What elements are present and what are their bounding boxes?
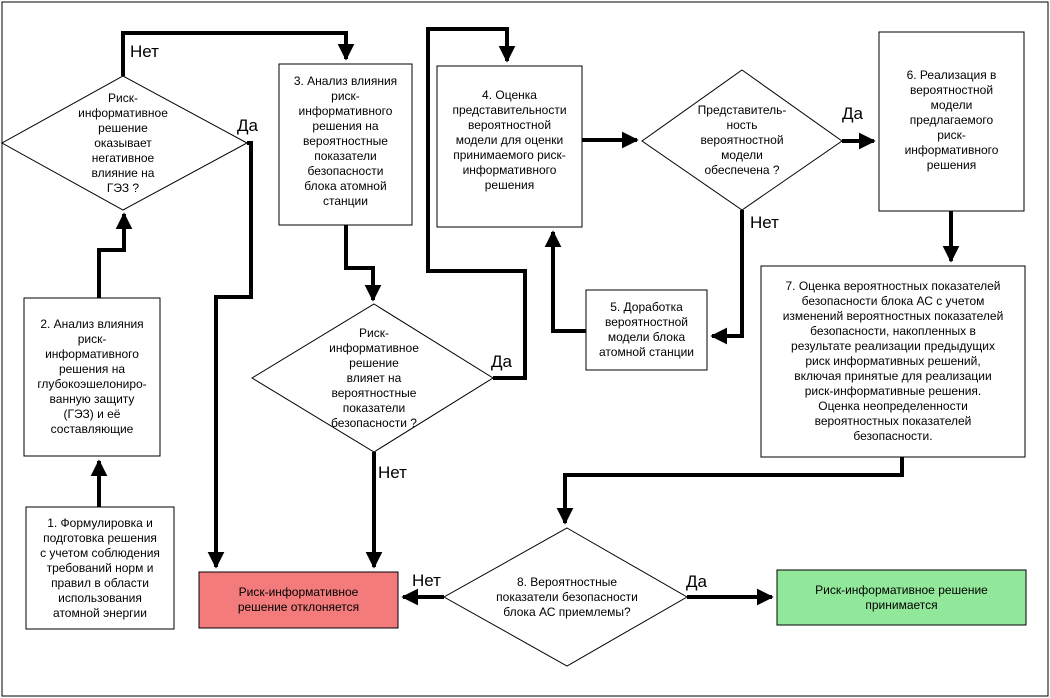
box-model-representativeness: [436, 65, 583, 228]
terminal-rejected-box: [198, 571, 399, 629]
connector-7-to-decision4: [556, 457, 904, 525]
model-representative-question: Представитель- ность вероятностной модел…: [697, 102, 787, 177]
connector-decision2-yes-to-4: [426, 27, 527, 380]
model-implementation-text: 6. Реализация в вероятностной модели пре…: [904, 68, 999, 172]
terminal-accepted-box: [776, 569, 1027, 626]
negative-impact-question: Риск- информативное решение оказывает не…: [78, 90, 168, 195]
decision-accepted-text: Риск-информативное решение принимается: [815, 582, 988, 612]
affects-indicators-question: Риск- информативное решение влияет на ве…: [329, 325, 419, 430]
decision-negative-impact-diamond: [0, 75, 249, 211]
label-decision3-yes: Да: [842, 104, 863, 123]
label-decision2-yes: Да: [491, 352, 512, 371]
connector-decision1-yes-to-rejected: [207, 141, 253, 569]
decision-rejected-text: Риск-информативное решение отклоняется: [237, 585, 360, 614]
label-decision1-yes: Да: [237, 116, 258, 135]
connector-decision3-no-to-5: [710, 210, 744, 345]
label-decision4-yes: Да: [686, 572, 707, 591]
connector-3-to-decision2: [344, 225, 382, 302]
safety-indicators-assessment-text: 7. Оценка вероятностных показателей безо…: [782, 279, 1004, 443]
connector-5-to-4: [544, 230, 586, 333]
formulation-step-text: 1. Формулировка и подготовка решения с у…: [40, 515, 160, 620]
label-decision1-no: Нет: [130, 42, 159, 61]
box-model-implementation: [878, 31, 1025, 212]
indicators-acceptable-question: 8. Вероятностные показатели безопасности…: [496, 574, 638, 619]
label-decision2-no: Нет: [378, 463, 407, 482]
label-decision3-no: Нет: [750, 213, 779, 232]
defense-in-depth-analysis-text: 2. Анализ влияния риск- информативного р…: [37, 317, 147, 436]
box-safety-indicators-assessment: [760, 265, 1026, 458]
decision-indicators-acceptable-diamond: [442, 527, 689, 667]
connector-decision1-no-to-3: [121, 31, 355, 76]
probabilistic-analysis-text: 3. Анализ влияния риск- информативного р…: [293, 74, 398, 208]
box-defense-in-depth-analysis: [23, 297, 161, 457]
model-refinement-text: 5. Доработка вероятностной модели блока …: [599, 300, 694, 359]
label-decision4-no: Нет: [412, 571, 441, 590]
box-probabilistic-analysis: [278, 63, 413, 226]
model-representativeness-text: 4. Оценка представительности вероятностн…: [452, 88, 567, 192]
connector-2-to-decision1: [97, 212, 133, 298]
